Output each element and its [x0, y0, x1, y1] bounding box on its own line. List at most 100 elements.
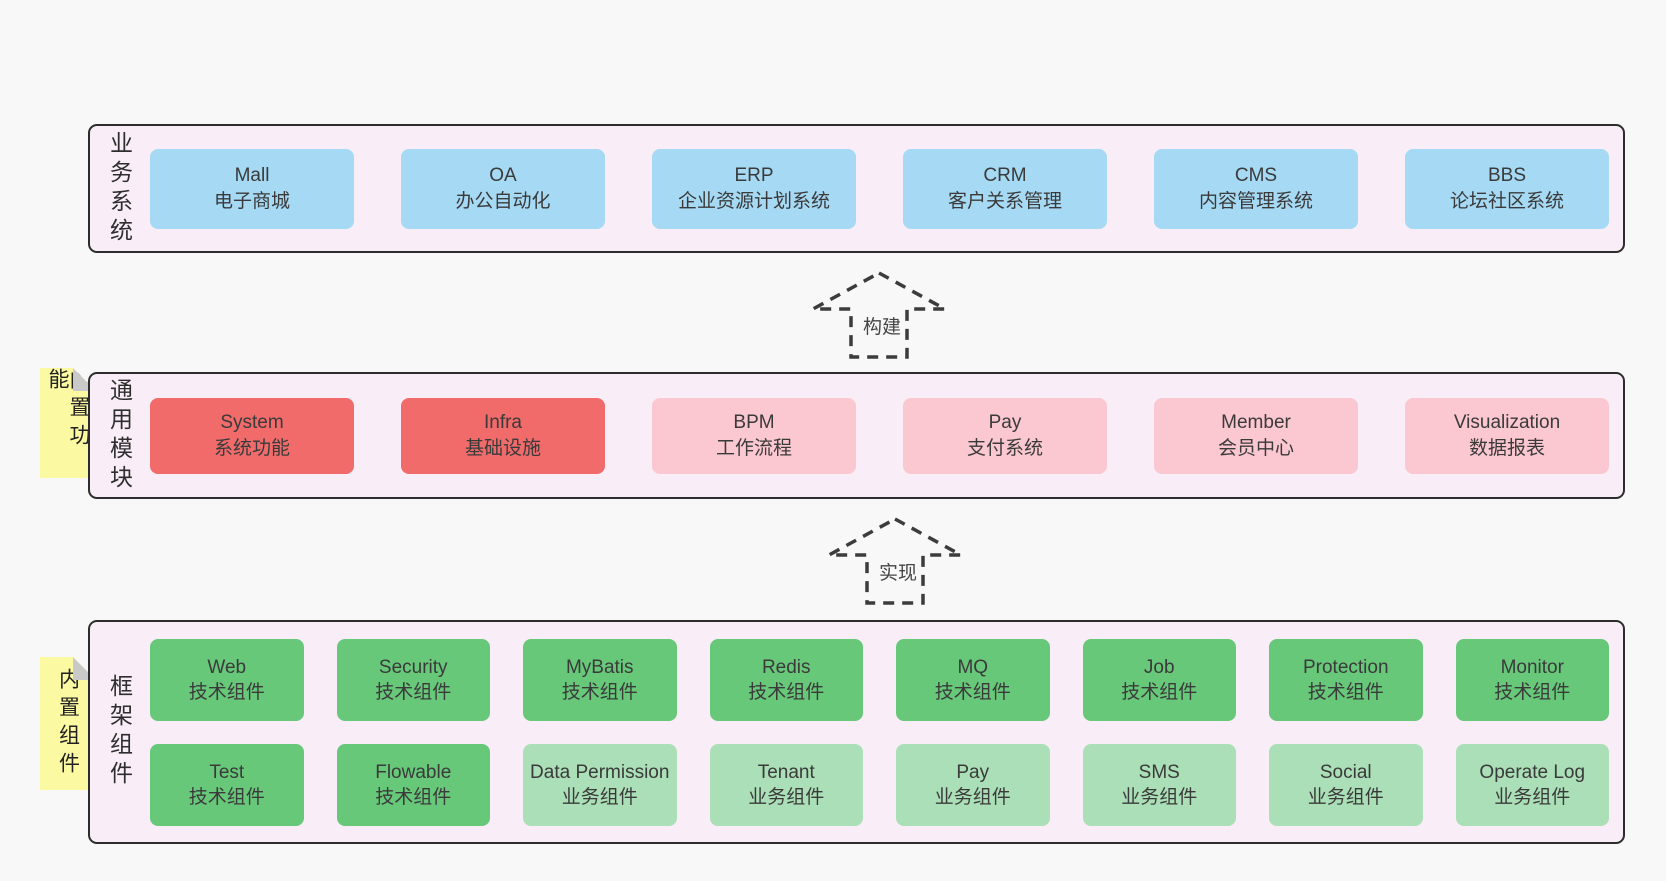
framework-components-label-column: 框架组件: [90, 622, 148, 842]
common-modules-boxes: System 系统功能 Infra 基础设施 BPM 工作流程 Pay 支付系统…: [148, 374, 1623, 497]
box-subtitle: 技术组件: [1494, 681, 1571, 703]
box-subtitle: 内容管理系统: [1198, 190, 1313, 212]
box-title: MyBatis: [565, 656, 634, 678]
box-subtitle: 业务组件: [1121, 786, 1198, 808]
box-title: Operate Log: [1479, 761, 1586, 783]
build-arrow: 构建: [810, 270, 948, 360]
box-title: CRM: [983, 164, 1027, 186]
box-subtitle: 技术组件: [1307, 681, 1384, 703]
box-subtitle: 技术组件: [375, 681, 452, 703]
box-title: BBS: [1487, 164, 1527, 186]
box-subtitle: 工作流程: [715, 437, 792, 459]
box-subtitle: 数据报表: [1468, 437, 1545, 459]
box-subtitle: 基础设施: [464, 437, 541, 459]
box-pay-component: Pay 业务组件: [896, 743, 1050, 826]
box-mq: MQ 技术组件: [896, 638, 1050, 721]
box-oa: OA 办公自动化: [401, 148, 605, 229]
box-job: Job 技术组件: [1082, 638, 1236, 721]
business-systems-panel: 业务系统 Mall 电子商城 OA 办公自动化 ERP 企业资源计划系统 CRM…: [88, 124, 1625, 253]
implement-arrow-label: 实现: [876, 558, 921, 585]
box-subtitle: 技术组件: [561, 681, 638, 703]
box-title: ERP: [734, 164, 774, 186]
box-title: Mall: [234, 164, 270, 186]
box-subtitle: 电子商城: [213, 190, 290, 212]
box-title: Web: [207, 656, 247, 678]
box-subtitle: 技术组件: [934, 681, 1011, 703]
framework-components-panel: 框架组件 Web 技术组件 Security 技术组件 MyBatis 技术组件…: [88, 620, 1625, 844]
box-title: Pay: [956, 761, 990, 783]
box-infra: Infra 基础设施: [401, 397, 605, 474]
box-title: Protection: [1302, 656, 1389, 678]
box-redis: Redis 技术组件: [709, 638, 863, 721]
box-test: Test 技术组件: [150, 743, 304, 826]
box-subtitle: 客户关系管理: [947, 190, 1062, 212]
box-pay-module: Pay 支付系统: [903, 397, 1107, 474]
box-erp: ERP 企业资源计划系统: [652, 148, 856, 229]
box-title: SMS: [1138, 761, 1180, 783]
box-protection: Protection 技术组件: [1269, 638, 1423, 721]
box-subtitle: 技术组件: [188, 681, 265, 703]
box-title: Redis: [761, 656, 811, 678]
box-title: Data Permission: [530, 761, 670, 783]
box-title: Pay: [988, 411, 1022, 433]
framework-components-grid: Web 技术组件 Security 技术组件 MyBatis 技术组件 Redi…: [148, 622, 1623, 842]
box-subtitle: 技术组件: [748, 681, 825, 703]
box-subtitle: 会员中心: [1217, 437, 1294, 459]
box-title: Tenant: [757, 761, 815, 783]
box-title: OA: [489, 164, 517, 186]
up-arrow-icon: [828, 517, 962, 605]
box-mybatis: MyBatis 技术组件: [523, 638, 677, 721]
box-bbs: BBS 论坛社区系统: [1405, 148, 1609, 229]
framework-components-title: 框架组件: [106, 674, 133, 790]
box-title: Flowable: [375, 761, 452, 783]
box-bpm: BPM 工作流程: [652, 397, 856, 474]
box-title: MQ: [957, 656, 989, 678]
box-mall: Mall 电子商城: [150, 148, 354, 229]
box-web: Web 技术组件: [150, 638, 304, 721]
box-subtitle: 技术组件: [1121, 681, 1198, 703]
box-member: Member 会员中心: [1154, 397, 1358, 474]
box-title: Test: [209, 761, 245, 783]
business-systems-label-column: 业务系统: [90, 126, 148, 251]
box-subtitle: 技术组件: [188, 786, 265, 808]
box-subtitle: 支付系统: [966, 437, 1043, 459]
box-tenant: Tenant 业务组件: [709, 743, 863, 826]
box-cms: CMS 内容管理系统: [1154, 148, 1358, 229]
box-subtitle: 企业资源计划系统: [677, 190, 830, 212]
business-systems-title: 业务系统: [106, 130, 133, 247]
box-subtitle: 业务组件: [561, 786, 638, 808]
implement-arrow: 实现: [826, 516, 964, 606]
business-systems-boxes: Mall 电子商城 OA 办公自动化 ERP 企业资源计划系统 CRM 客户关系…: [148, 126, 1623, 251]
common-modules-title: 通用模块: [106, 377, 133, 494]
box-system: System 系统功能: [150, 397, 354, 474]
box-security: Security 技术组件: [336, 638, 490, 721]
box-flowable: Flowable 技术组件: [336, 743, 490, 826]
built-in-components-note-text: 内置组件: [56, 667, 80, 780]
common-modules-panel: 通用模块 System 系统功能 Infra 基础设施 BPM 工作流程 Pay…: [88, 372, 1625, 499]
box-subtitle: 论坛社区系统: [1449, 190, 1564, 212]
box-operate-log: Operate Log 业务组件: [1455, 743, 1609, 826]
box-subtitle: 办公自动化: [455, 190, 551, 212]
box-title: System: [220, 411, 284, 433]
build-arrow-label: 构建: [860, 312, 905, 339]
box-title: Member: [1221, 411, 1291, 433]
box-sms: SMS 业务组件: [1082, 743, 1236, 826]
box-subtitle: 业务组件: [748, 786, 825, 808]
box-subtitle: 业务组件: [1307, 786, 1384, 808]
box-title: Security: [378, 656, 448, 678]
box-title: Social: [1319, 761, 1372, 783]
box-subtitle: 业务组件: [1494, 786, 1571, 808]
common-modules-label-column: 通用模块: [90, 374, 148, 497]
box-subtitle: 技术组件: [375, 786, 452, 808]
up-arrow-icon: [812, 271, 946, 359]
box-title: BPM: [733, 411, 775, 433]
box-title: Infra: [483, 411, 523, 433]
box-data-permission: Data Permission 业务组件: [523, 743, 677, 826]
box-subtitle: 业务组件: [934, 786, 1011, 808]
built-in-features-note: 内置功能: [40, 368, 96, 478]
box-social: Social 业务组件: [1269, 743, 1423, 826]
box-monitor: Monitor 技术组件: [1455, 638, 1609, 721]
box-title: Monitor: [1500, 656, 1564, 678]
box-title: Visualization: [1453, 411, 1561, 433]
box-crm: CRM 客户关系管理: [903, 148, 1107, 229]
